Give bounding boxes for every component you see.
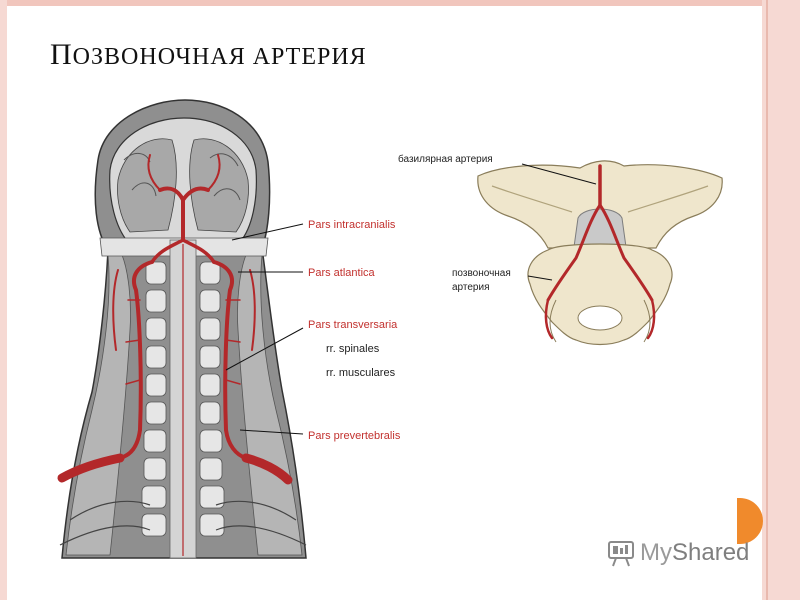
label-pars-intracranialis: Pars intracranialis	[308, 219, 396, 231]
slide-title-rest: ОЗВОНОЧНАЯ АРТЕРИЯ	[72, 44, 367, 70]
slide-title: ПОЗВОНОЧНАЯ АРТЕРИЯ	[50, 38, 367, 72]
vertebrae-right	[199, 261, 225, 537]
label-pars-prevertebralis: Pars prevertebralis	[308, 430, 401, 442]
label-vertebral-artery-line2: артерия	[452, 282, 490, 293]
slide-title-initial: П	[50, 38, 73, 71]
slide-frame-right	[762, 0, 800, 600]
atlas-vertebra	[527, 243, 673, 346]
vertebral-arteries	[57, 154, 293, 485]
cerebellum-right	[189, 138, 249, 233]
label-pars-transversaria: Pars transversaria	[308, 319, 398, 331]
myshared-watermark: MyShared	[606, 536, 749, 570]
label-basilar-artery: базилярная артерия	[398, 153, 493, 165]
atlas-processes	[549, 299, 651, 343]
skull-base-illustration	[477, 160, 723, 346]
label-pars-atlantica: Pars atlantica	[308, 267, 376, 279]
vertebrae-left	[141, 261, 167, 537]
skull-arteries	[544, 164, 656, 340]
atlas-foramen	[577, 305, 623, 331]
leader-lines	[225, 223, 304, 435]
head-neck-illustration	[57, 99, 307, 559]
watermark-brand-b: Shared	[672, 539, 750, 566]
cerebellum-left	[117, 138, 177, 233]
slide-frame-right-line	[766, 0, 768, 600]
brain-folds	[123, 153, 241, 201]
rib-lines	[59, 500, 307, 546]
label-rr-spinales: rr. spinales	[326, 343, 380, 355]
skull-leader-lines	[521, 163, 597, 281]
slide-frame-left	[0, 0, 7, 600]
watermark-brand-a: My	[640, 539, 672, 566]
slide-frame-top	[0, 0, 800, 6]
bone-ridges	[491, 185, 709, 213]
label-vertebral-artery-line1: позвоночная	[452, 268, 511, 279]
watermark-brand: MyShared	[640, 539, 749, 567]
presentation-icon	[608, 541, 634, 567]
label-rr-musculares: rr. musculares	[326, 367, 396, 379]
